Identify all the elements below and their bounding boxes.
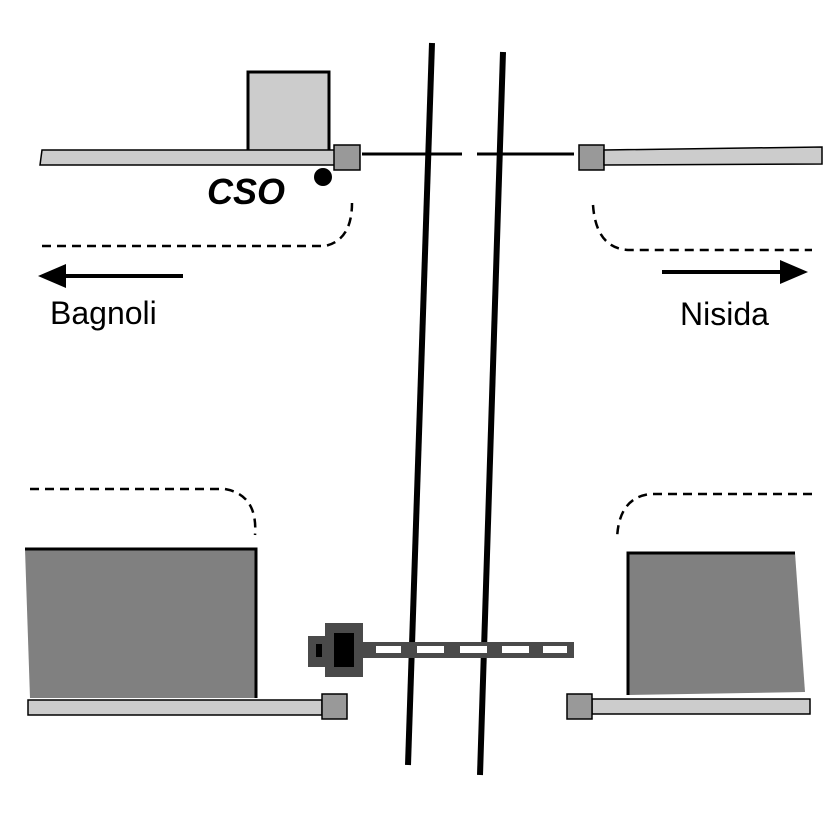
top-right-dashed-line bbox=[591, 204, 812, 252]
cso-building bbox=[246, 70, 331, 154]
bagnoli-label: Bagnoli bbox=[50, 295, 157, 331]
top-right-road-barrier-arm bbox=[603, 146, 823, 166]
bottom-left-building bbox=[25, 549, 256, 698]
bottom-right-dashed-line bbox=[615, 492, 812, 541]
rail-right bbox=[477, 51, 506, 776]
top-left-post bbox=[333, 144, 361, 171]
cso-signal-light bbox=[314, 168, 332, 186]
top-right-post bbox=[578, 144, 605, 171]
bottom-left-dashed-line bbox=[30, 487, 257, 536]
top-left-dashed-line bbox=[42, 202, 354, 248]
bottom-left-road-barrier-arm bbox=[27, 699, 323, 716]
top-left-road-barrier-arm bbox=[39, 149, 336, 166]
arrow-right-icon bbox=[662, 260, 808, 284]
bottom-right-road-barrier-arm bbox=[591, 698, 811, 715]
arrow-left-icon bbox=[38, 264, 183, 288]
bottom-right-building-outline bbox=[626, 551, 795, 695]
bottom-left-post bbox=[321, 693, 348, 720]
bottom-right-building bbox=[628, 553, 805, 695]
crossing-barrier bbox=[308, 623, 574, 677]
bottom-left-building-outline bbox=[25, 547, 258, 698]
cso-label: CSO bbox=[207, 171, 285, 212]
bottom-right-post bbox=[566, 693, 593, 720]
nisida-label: Nisida bbox=[680, 296, 769, 332]
